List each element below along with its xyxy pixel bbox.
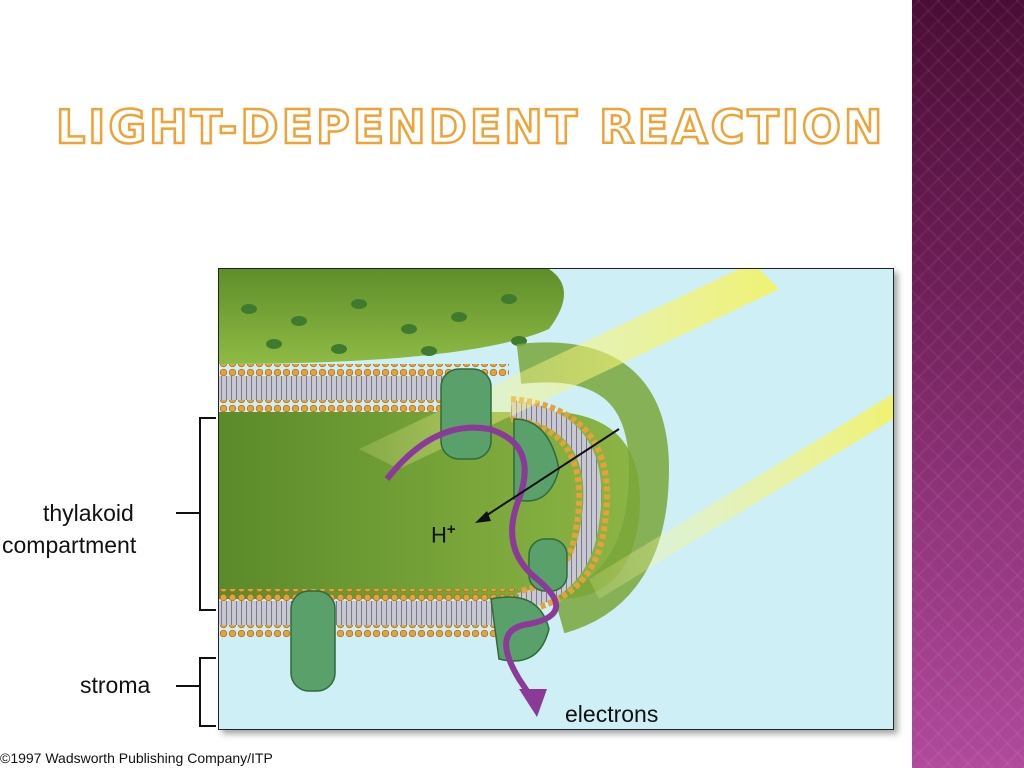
copyright-notice: ©1997 Wadsworth Publishing Company/ITP	[0, 750, 273, 766]
region-brackets	[176, 417, 216, 727]
compartment-label: compartment	[2, 532, 137, 558]
decorative-side-band	[912, 0, 1024, 768]
upper-thylakoid	[219, 269, 564, 364]
stroma-label: stroma	[80, 672, 151, 698]
electron-arrowhead	[519, 689, 547, 717]
thylakoid-label: thylakoid	[43, 500, 134, 526]
light-beam-lower	[589, 394, 893, 599]
electron-path	[384, 424, 559, 699]
electrons-label: electrons	[565, 701, 659, 727]
hydrogen-ion-label: H+	[431, 521, 456, 548]
slide-title: LIGHT-DEPENDENT REACTION	[55, 100, 886, 154]
thylakoid-illustration	[219, 269, 893, 717]
thylakoid-diagram: H+ electrons	[218, 268, 894, 730]
